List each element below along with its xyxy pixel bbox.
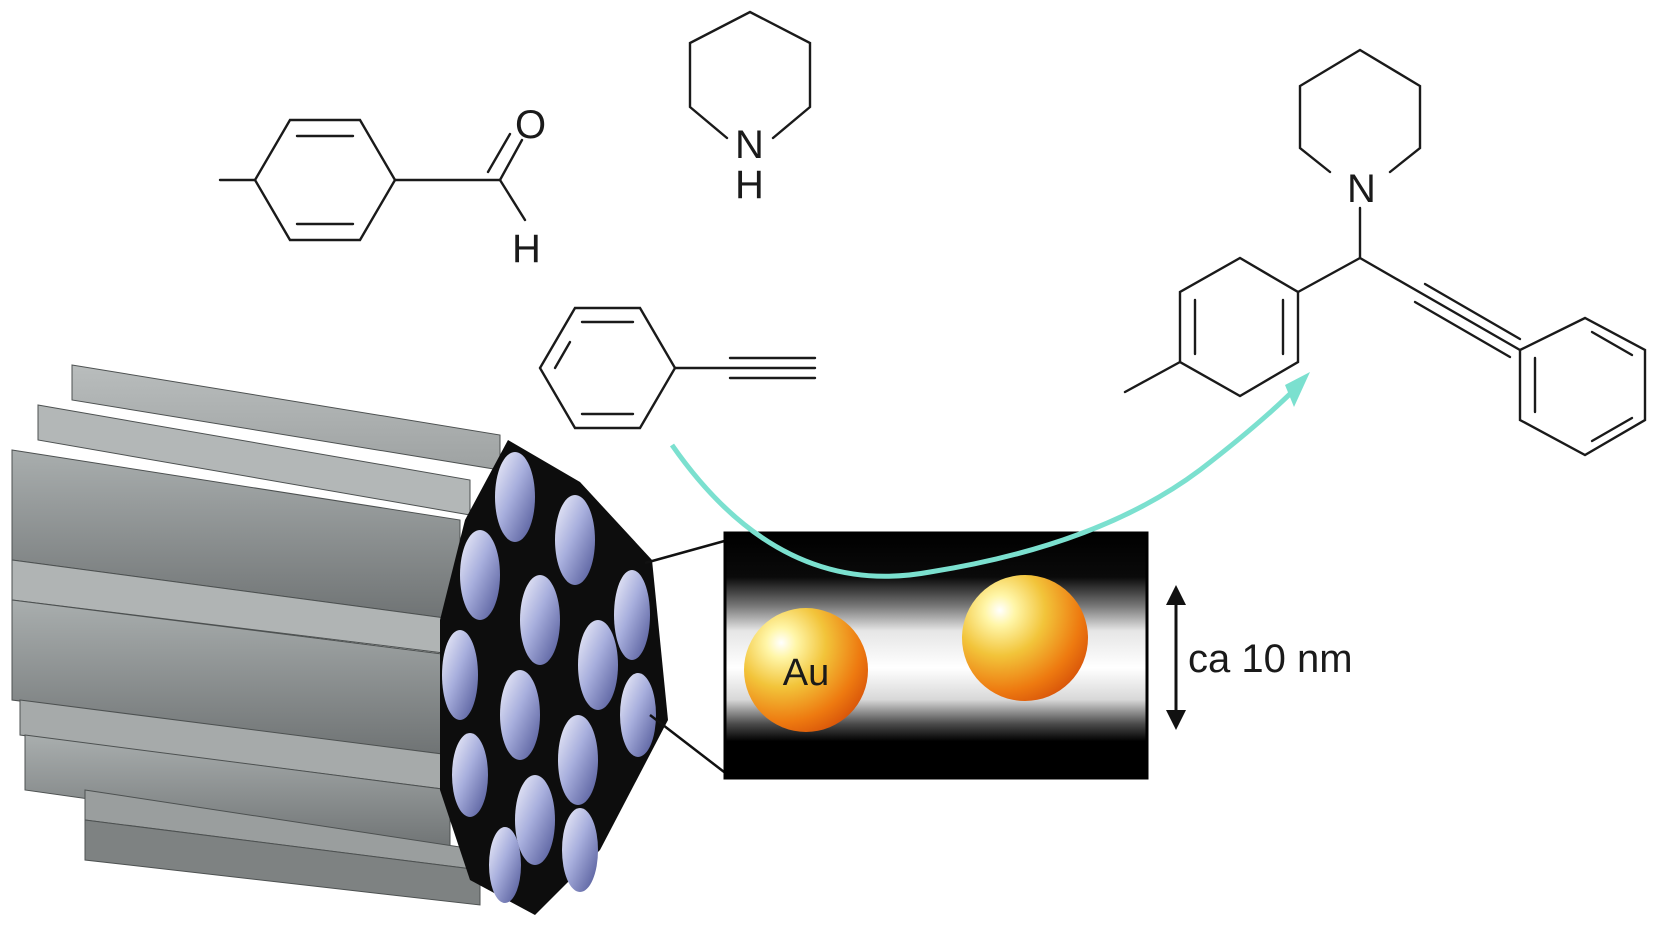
double-headed-arrow: [1166, 585, 1186, 730]
aldehyde-oxygen-label: O: [515, 103, 546, 147]
mesoporous-silica-rod: [11, 364, 729, 915]
gold-nanoparticle-label: Au: [783, 652, 829, 694]
curved-reaction-arrow: [669, 380, 1304, 579]
piperidine-structure: N H: [688, 10, 812, 207]
curved-reaction-arrow-head: [1285, 372, 1310, 407]
product-structure: N: [1123, 48, 1647, 457]
phenylacetylene-structure: [538, 306, 817, 430]
piperidine-nitrogen-label: N: [735, 123, 764, 167]
aldehyde-hydrogen-label: H: [512, 227, 541, 271]
piperidine-hydrogen-label: H: [735, 163, 764, 207]
pore-channels: [442, 452, 656, 903]
aldehyde-structure: O H: [218, 103, 546, 271]
magnified-pore: Au: [723, 531, 1149, 780]
dimension-label: ca 10 nm: [1188, 637, 1353, 681]
product-nitrogen-label: N: [1347, 167, 1376, 211]
gold-nanoparticle: Au: [744, 608, 868, 732]
gold-nanoparticle: [962, 575, 1088, 701]
